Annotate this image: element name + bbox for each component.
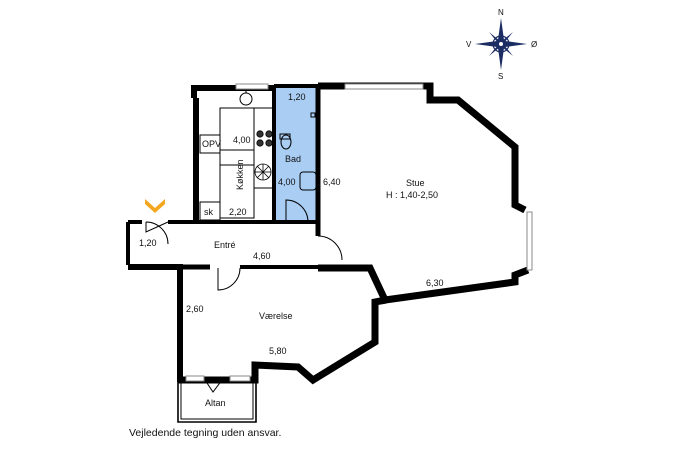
compass-north: N xyxy=(498,8,504,17)
kitchen-width: 2,20 xyxy=(229,207,247,217)
kitchen-name: Køkken xyxy=(235,159,245,190)
bath-name: Bad xyxy=(285,154,301,164)
disclaimer-text: Vejledende tegning uden ansvar. xyxy=(129,427,282,439)
kitchen-sk-label: sk xyxy=(204,207,214,217)
kitchen-length: 4,00 xyxy=(233,135,251,145)
bedroom-name: Værelse xyxy=(259,311,293,321)
living-name: Stue xyxy=(406,178,425,188)
fan-icon xyxy=(254,163,272,181)
balcony-name: Altan xyxy=(205,398,226,408)
entrance-chevron-icon xyxy=(145,199,165,213)
compass-rose-icon xyxy=(475,18,527,70)
stove-icon xyxy=(256,130,273,147)
bedroom-width-dim: 5,80 xyxy=(269,346,287,356)
bedroom-depth-dim: 2,60 xyxy=(186,304,204,314)
living-side-dim: 6,40 xyxy=(323,177,341,187)
compass-east: Ø xyxy=(531,40,537,49)
entry-depth-dim: 1,20 xyxy=(139,238,157,248)
entry-name: Entré xyxy=(214,240,236,250)
living-width: 6,30 xyxy=(426,278,444,288)
bath-top-dim: 1,20 xyxy=(288,92,306,102)
compass-south: S xyxy=(498,72,503,81)
interior-lines xyxy=(145,90,343,393)
kitchen-opv-label: OPV xyxy=(202,139,221,149)
bathroom-area xyxy=(274,86,318,222)
walls xyxy=(126,82,530,423)
windows xyxy=(185,83,533,382)
entry-length-dim: 4,60 xyxy=(253,251,271,261)
compass-west: V xyxy=(466,40,472,49)
living-height: H : 1,40-2,50 xyxy=(386,190,438,200)
bath-side-dim: 4,00 xyxy=(278,177,296,187)
